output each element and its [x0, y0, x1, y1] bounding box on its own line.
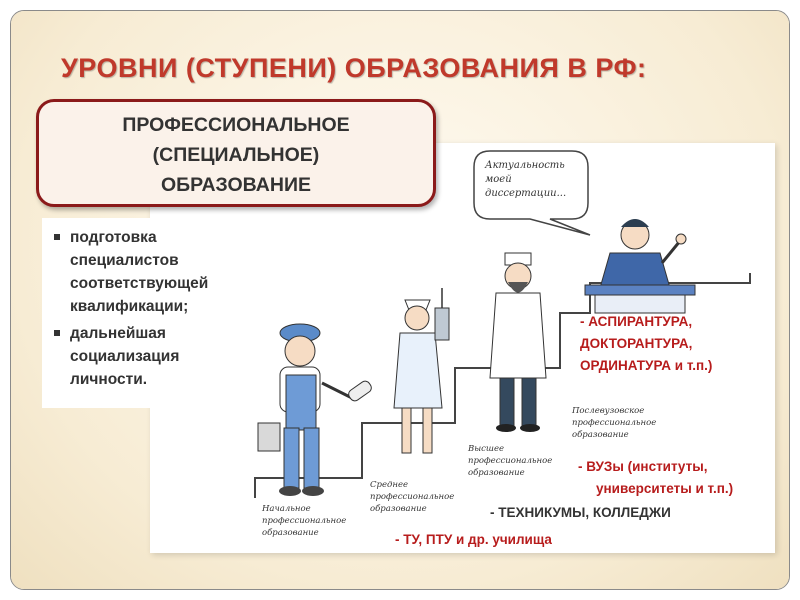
higher-line-2: университеты и т.п.)	[596, 481, 734, 496]
level-secondary: - ТЕХНИКУМЫ, КОЛЛЕДЖИ	[490, 505, 671, 520]
speech-bubble-icon	[473, 150, 591, 236]
stair-higher-line-1: Высшее	[468, 444, 505, 454]
doctor-figure-icon	[489, 252, 547, 432]
bullet-1-line-3: соответствующей	[70, 275, 209, 292]
box-line-3: ОБРАЗОВАНИЕ	[161, 174, 311, 196]
bullet-marker-icon	[54, 330, 60, 336]
stair-label-postgrad: Послевузовское профессиональное образова…	[572, 405, 656, 441]
speech-bubble-text: Актуальность моей диссертации...	[485, 159, 566, 201]
bullet-item: дальнейшая социализация личности.	[52, 322, 238, 391]
bullet-item: подготовка специалистов соответствующей …	[52, 226, 238, 318]
bullet-1-line-2: специалистов	[70, 252, 179, 269]
stair-higher-line-3: образование	[468, 468, 525, 478]
speech-line-1: Актуальность	[485, 160, 565, 171]
postgrad-line-3: ОРДИНАТУРА и т.п.)	[580, 358, 713, 373]
stair-secondary-line-3: образование	[370, 504, 427, 514]
level-postgrad: - АСПИРАНТУРА, ДОКТОРАНТУРА, ОРДИНАТУРА …	[580, 311, 712, 377]
stair-postgrad-line-1: Послевузовское	[572, 406, 645, 416]
illustration-panel: Актуальность моей диссертации... Начальн…	[150, 143, 775, 553]
stair-higher-line-2: профессиональное	[468, 456, 553, 466]
stair-label-higher: Высшее профессиональное образование	[468, 443, 552, 479]
postgrad-line-1: - АСПИРАНТУРА,	[580, 314, 693, 329]
postgrad-line-2: ДОКТОРАНТУРА,	[580, 336, 693, 351]
box-line-1: ПРОФЕССИОНАЛЬНОЕ	[122, 114, 350, 136]
bullet-1-line-4: квалификации;	[70, 298, 189, 315]
staircase-illustration	[254, 150, 751, 498]
stair-initial-line-3: образование	[262, 528, 319, 538]
stair-postgrad-line-3: образование	[572, 430, 629, 440]
lecturer-figure-icon	[584, 219, 696, 314]
bullet-2-line-3: личности.	[70, 371, 148, 388]
bullet-list: подготовка специалистов соответствующей …	[42, 218, 244, 408]
level-higher: - ВУЗы (институты, университеты и т.п.)	[578, 456, 733, 500]
stair-initial-line-2: профессиональное	[262, 516, 347, 526]
stair-secondary-line-2: профессиональное	[370, 492, 455, 502]
stair-postgrad-line-2: профессиональное	[572, 418, 657, 428]
slide-title: УРОВНИ (СТУПЕНИ) ОБРАЗОВАНИЯ В РФ:	[61, 53, 647, 83]
speech-line-3: диссертации...	[485, 188, 567, 199]
worker-figure-icon	[257, 323, 372, 496]
stair-label-initial: Начальное профессиональное образование	[262, 503, 346, 539]
bullet-2-line-1: дальнейшая	[70, 325, 166, 342]
higher-line-1: - ВУЗы (институты,	[578, 459, 708, 474]
stair-label-secondary: Среднее профессиональное образование	[370, 479, 454, 515]
speech-line-2: моей	[485, 174, 512, 185]
nurse-figure-icon	[393, 288, 450, 454]
professional-education-box: ПРОФЕССИОНАЛЬНОЕ (СПЕЦИАЛЬНОЕ) ОБРАЗОВАН…	[36, 99, 436, 207]
stair-initial-line-1: Начальное	[262, 504, 311, 514]
bullet-1-line-1: подготовка	[70, 229, 157, 246]
bullet-marker-icon	[54, 234, 60, 240]
box-line-2: (СПЕЦИАЛЬНОЕ)	[152, 144, 320, 166]
stair-secondary-line-1: Среднее	[370, 480, 409, 490]
bullet-2-line-2: социализация	[70, 348, 180, 365]
level-initial: - ТУ, ПТУ и др. училища	[395, 532, 552, 547]
